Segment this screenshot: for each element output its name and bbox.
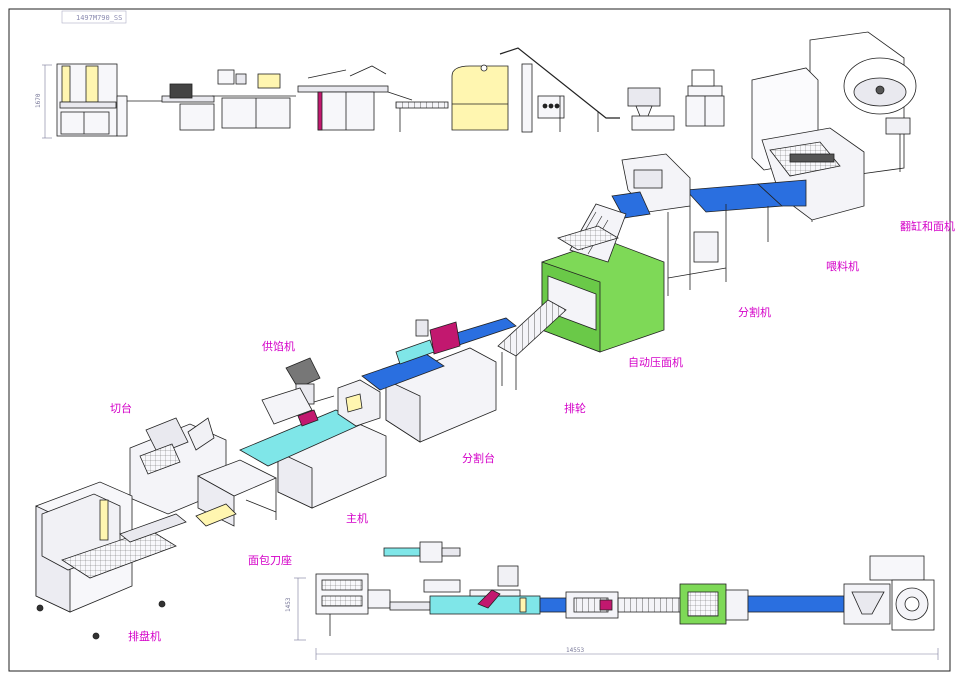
bread-cutter-machine xyxy=(195,459,277,527)
dimension-total-length: 14553 xyxy=(566,647,584,654)
tray-arranger-machine xyxy=(35,481,187,640)
drawing-border xyxy=(8,8,951,672)
label-filling-machine: 供馅机 xyxy=(262,339,295,353)
label-roller: 排轮 xyxy=(564,401,586,415)
roller-conveyor xyxy=(497,299,567,390)
label-feeder: 喂料机 xyxy=(826,259,859,273)
label-cut-table: 切台 xyxy=(110,401,132,415)
bottom-plan-view xyxy=(294,541,939,660)
feeder-machine xyxy=(761,127,865,222)
label-mixer: 翻缸和面机 xyxy=(900,219,955,233)
dimension-height-top: 1670 xyxy=(35,93,42,108)
title-block-box xyxy=(61,10,127,24)
title-block: 1497M790_SS xyxy=(76,14,122,22)
top-elevation-view xyxy=(42,47,725,139)
label-divider: 分割机 xyxy=(738,305,771,319)
label-main-machine: 主机 xyxy=(346,511,368,525)
sheeter-machine xyxy=(541,203,665,353)
filling-machine xyxy=(261,357,335,425)
divider-machine xyxy=(611,153,807,296)
label-tray-arranger: 排盘机 xyxy=(128,629,161,643)
label-bread-cutter: 面包刀座 xyxy=(248,553,292,567)
dimension-height-bottom: 1453 xyxy=(285,597,292,612)
label-cutting-table: 分割台 xyxy=(462,451,495,465)
main-machine xyxy=(239,379,387,509)
cutting-table xyxy=(361,317,517,443)
label-sheeter: 自动压面机 xyxy=(628,355,683,369)
